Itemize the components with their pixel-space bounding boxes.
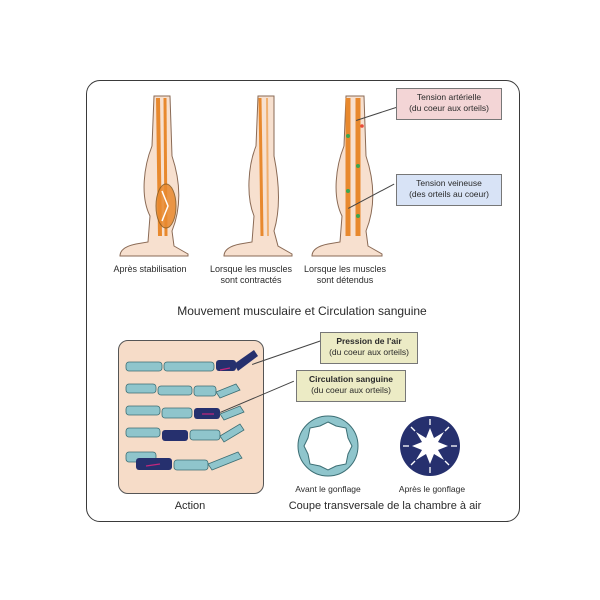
callout-arterial-title: Tension artérielle [416, 92, 482, 102]
leg-caption-1: Après stabilisation [100, 264, 200, 275]
callout-venous: Tension veineuse (des orteils au coeur) [396, 174, 502, 206]
leg-illustration-2 [223, 95, 293, 257]
callout-air-pressure-title: Pression de l'air [336, 336, 402, 346]
compression-sleeves-illustration [125, 350, 258, 471]
leg-illustration-3 [311, 95, 383, 257]
leg-caption-3-line2: sont détendus [316, 275, 374, 285]
ring-after-caption: Après le gonflage [398, 484, 466, 494]
callout-venous-sub: (des orteils au coeur) [409, 189, 489, 199]
cross-section-title: Coupe transversale de la chambre à air [288, 500, 482, 512]
leg-caption-2-line1: Lorsque les muscles [209, 264, 293, 274]
leg-caption-2: Lorsque les muscles sont contractés [196, 264, 306, 286]
leg-caption-2-line2: sont contractés [220, 275, 282, 285]
leg-illustration-1 [119, 95, 189, 257]
callout-arterial-sub: (du coeur aux orteils) [409, 103, 489, 113]
action-label: Action [174, 500, 206, 512]
callout-arterial: Tension artérielle (du coeur aux orteils… [396, 88, 502, 120]
main-title: Mouvement musculaire et Circulation sang… [177, 304, 427, 318]
callout-circulation-title: Circulation sanguine [308, 374, 394, 384]
callout-circulation: Circulation sanguine (du coeur aux ortei… [296, 370, 406, 402]
callout-venous-title: Tension veineuse [416, 178, 482, 188]
callout-circulation-sub: (du coeur aux orteils) [311, 385, 391, 395]
ring-after-inflation [400, 416, 460, 476]
ring-before-inflation [297, 415, 359, 477]
leg-caption-3-line1: Lorsque les muscles [303, 264, 387, 274]
leg-caption-3: Lorsque les muscles sont détendus [290, 264, 400, 286]
leg-caption-1-text: Après stabilisation [113, 264, 187, 274]
callout-air-pressure: Pression de l'air (du coeur aux orteils) [320, 332, 418, 364]
callout-air-pressure-sub: (du coeur aux orteils) [329, 347, 409, 357]
ring-before-caption: Avant le gonflage [295, 484, 361, 494]
